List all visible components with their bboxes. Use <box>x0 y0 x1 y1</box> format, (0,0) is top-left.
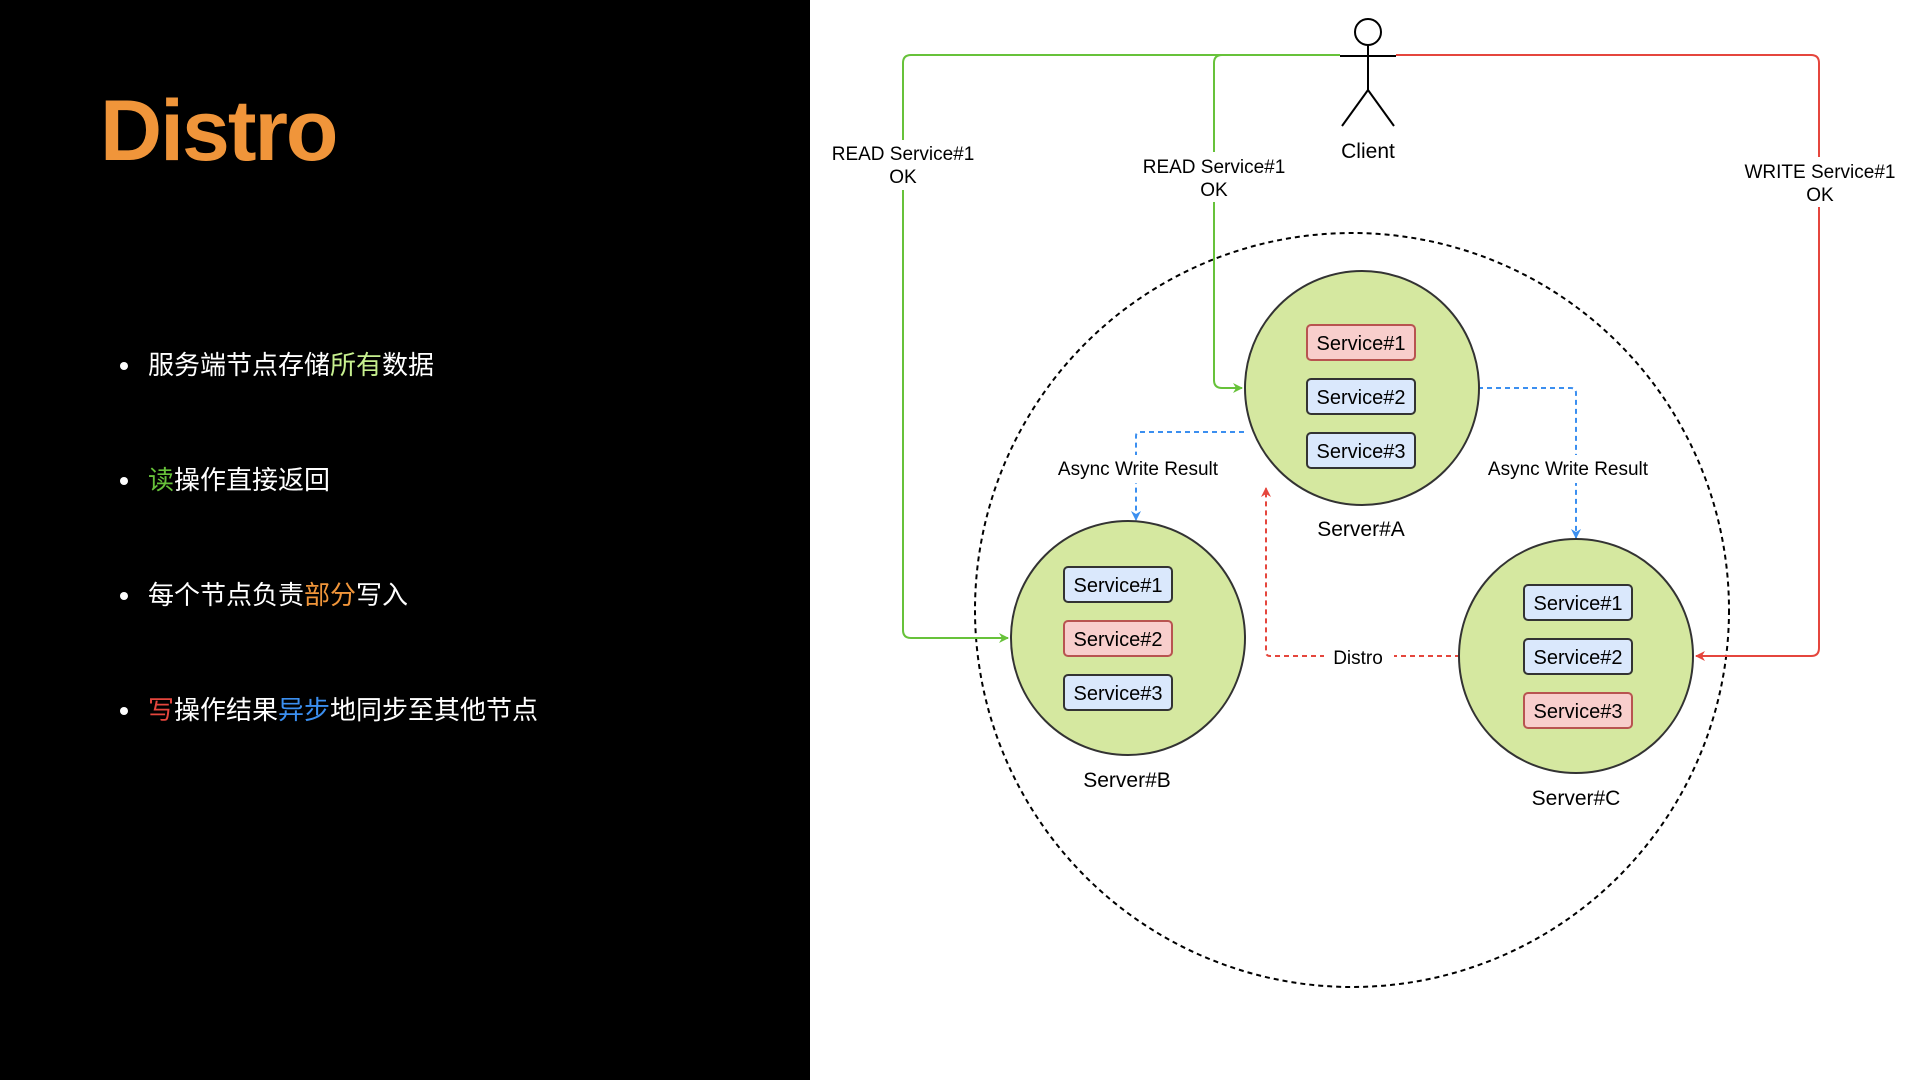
client-label: Client <box>1341 140 1395 163</box>
bullet-text: 地同步至其他节点 <box>330 696 539 726</box>
edge-label-bg <box>820 140 980 190</box>
distro-diagram: Client READ Service#1 OK READ Service#1 … <box>810 0 1920 1080</box>
read-b-label: READ Service#1 <box>832 144 975 165</box>
bullet-dot-icon <box>120 707 128 715</box>
service-box <box>1306 324 1416 361</box>
edge-label-bg <box>1482 455 1657 483</box>
bullet-text: 操作结果 <box>174 696 279 726</box>
bullet-item: 写操作结果异步地同步至其他节点 <box>120 685 538 800</box>
service-label: Service#3 <box>1074 683 1163 705</box>
write-c-ok: OK <box>1806 185 1834 206</box>
stick-figure-icon <box>1340 18 1396 127</box>
bullet-text: 服务端节点存储 <box>148 351 331 381</box>
bullet-dot-icon <box>120 362 128 370</box>
bullet-text: 操作直接返回 <box>174 466 331 496</box>
server-node-b: Service#1 Service#2 Service#3 <box>1010 520 1246 756</box>
server-c-label: Server#C <box>1532 787 1621 810</box>
async-edge-c <box>1478 387 1581 539</box>
service-box <box>1306 432 1416 469</box>
bullet-highlight: 读 <box>148 466 175 496</box>
async-left-label: Async Write Result <box>1058 459 1219 480</box>
server-node-c: Service#1 Service#2 Service#3 <box>1458 538 1694 774</box>
bullet-dot-icon <box>120 592 128 600</box>
service-label: Service#1 <box>1534 593 1623 615</box>
read-b-ok: OK <box>889 167 917 188</box>
async-edge-b <box>1131 431 1244 521</box>
edge-label-bg <box>1735 157 1905 207</box>
async-right-label: Async Write Result <box>1488 459 1649 480</box>
read-edge-a <box>1213 54 1340 393</box>
left-panel: Distro 服务端节点存储所有数据 读操作直接返回 每个节点负责部分写入 写操… <box>0 0 810 1080</box>
service-box <box>1063 566 1173 603</box>
service-box <box>1063 674 1173 711</box>
bullet-highlight: 异步 <box>278 696 331 726</box>
service-box <box>1523 638 1633 675</box>
read-a-label: READ Service#1 <box>1143 157 1286 178</box>
service-label: Service#1 <box>1317 333 1406 355</box>
service-label: Service#3 <box>1534 701 1623 723</box>
service-label: Service#3 <box>1317 441 1406 463</box>
bullet-list: 服务端节点存储所有数据 读操作直接返回 每个节点负责部分写入 写操作结果异步地同… <box>120 340 538 800</box>
bullet-text: 写入 <box>356 581 409 611</box>
bullet-text: 每个节点负责 <box>148 581 305 611</box>
server-a-label: Server#A <box>1317 518 1405 541</box>
distro-label: Distro <box>1333 648 1383 669</box>
service-label: Service#2 <box>1317 387 1406 409</box>
bullet-item: 服务端节点存储所有数据 <box>120 340 538 455</box>
service-box <box>1063 620 1173 657</box>
service-box <box>1523 692 1633 729</box>
server-b-label: Server#B <box>1083 769 1171 792</box>
distro-edge <box>1261 487 1460 657</box>
cluster-boundary <box>974 232 1730 988</box>
edge-label-bg <box>1145 152 1285 202</box>
service-label: Service#1 <box>1074 575 1163 597</box>
service-box <box>1306 378 1416 415</box>
bullet-item: 读操作直接返回 <box>120 455 538 570</box>
bullet-highlight: 所有 <box>330 351 383 381</box>
server-node-a: Service#1 Service#2 Service#3 <box>1244 270 1480 506</box>
service-label: Service#2 <box>1074 629 1163 651</box>
write-c-label: WRITE Service#1 <box>1745 162 1896 183</box>
service-label: Service#2 <box>1534 647 1623 669</box>
edge-label-bg <box>1324 645 1394 671</box>
bullet-dot-icon <box>120 477 128 485</box>
edge-label-bg <box>1055 455 1220 483</box>
write-edge-c <box>1396 54 1820 661</box>
read-a-ok: OK <box>1200 180 1228 201</box>
bullet-highlight: 写 <box>148 696 175 726</box>
slide-title: Distro <box>100 83 338 179</box>
bullet-item: 每个节点负责部分写入 <box>120 570 538 685</box>
bullet-text: 数据 <box>382 351 435 381</box>
service-box <box>1523 584 1633 621</box>
bullet-highlight: 部分 <box>304 581 357 611</box>
read-edge-b <box>902 54 1340 643</box>
